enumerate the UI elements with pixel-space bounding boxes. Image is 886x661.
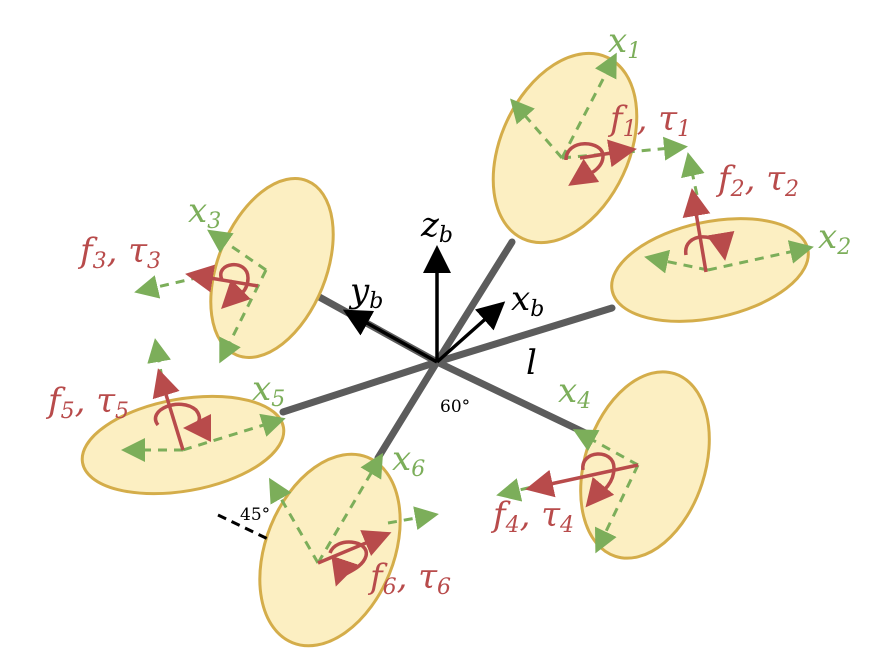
rotor-2-torque (684, 230, 735, 261)
arm-1 (433, 238, 516, 366)
rotor-5-torque (153, 402, 212, 442)
rotor-4-axis-label: x4 (558, 371, 591, 414)
body-z-label: zb (420, 205, 453, 248)
rotor-4-force (525, 463, 639, 498)
rotor-6-axis-z (387, 506, 439, 530)
rotor-1-force-torque-label: f1, τ1 (607, 99, 691, 142)
arm-6 (374, 358, 441, 462)
rotor-3-torque (219, 262, 251, 309)
arm-5 (279, 358, 441, 416)
rotor-2-axis-z (681, 152, 705, 196)
body-y-label: yb (348, 271, 383, 314)
rotor-1-disk (491, 51, 639, 245)
rotor-2-axis-label: x2 (818, 217, 851, 260)
rotor-3-axis-y (219, 269, 268, 364)
rotor-2-force-torque-label: f2, τ2 (715, 159, 799, 202)
rotor-1-axis-label: x1 (608, 21, 641, 64)
rotor-1-axis-x (560, 52, 617, 159)
rotor-2-force (682, 188, 711, 273)
rotor-4-axis-x (572, 429, 639, 467)
tilt-reference-line (217, 513, 271, 542)
rotor-5-force (152, 368, 185, 451)
body-frame (342, 245, 506, 364)
rotor-4-force-torque-label: f4, τ4 (490, 495, 574, 538)
body-x-axis (435, 301, 506, 364)
rotor-5-force-torque-label: f5, τ5 (45, 381, 129, 424)
body-y-axis (342, 309, 438, 364)
body-x-label: xb (511, 279, 544, 322)
rotor-1-axis-y (510, 98, 564, 159)
rotor-6-torque (328, 540, 368, 587)
arm-2 (433, 304, 616, 366)
rotor-5-axis-z (147, 338, 171, 379)
rotor-3-force-torque-label: f3, τ3 (77, 231, 161, 274)
arm-length-label: l (526, 343, 537, 383)
rotor-3-axis-x (207, 229, 267, 272)
arms (279, 238, 616, 462)
tilt-angle-label: 45° (240, 505, 270, 525)
rotor-1-force (579, 139, 637, 168)
torque-arcs (153, 142, 735, 587)
rotor-6-axis-x (316, 452, 384, 564)
rotor-3-disk (209, 177, 335, 359)
rotor-1-torque (564, 142, 605, 186)
rotor-4-torque (581, 452, 616, 508)
rotor-2-axis-y (644, 249, 709, 274)
rotor-3-axis-z (134, 275, 201, 299)
rotor-6-force (317, 530, 392, 565)
rotor-2-axis-x (707, 240, 814, 272)
arm-4 (433, 358, 604, 444)
rotor-5-axis-label: x5 (252, 369, 285, 412)
arm-angle-label: 60° (440, 397, 470, 417)
rotor-3-axis-label: x3 (188, 191, 221, 234)
rotor-6-force-torque-label: f6, τ6 (367, 557, 451, 600)
rotor-6-axis-label: x6 (392, 439, 425, 482)
rotor-5-axis-x (182, 413, 286, 452)
